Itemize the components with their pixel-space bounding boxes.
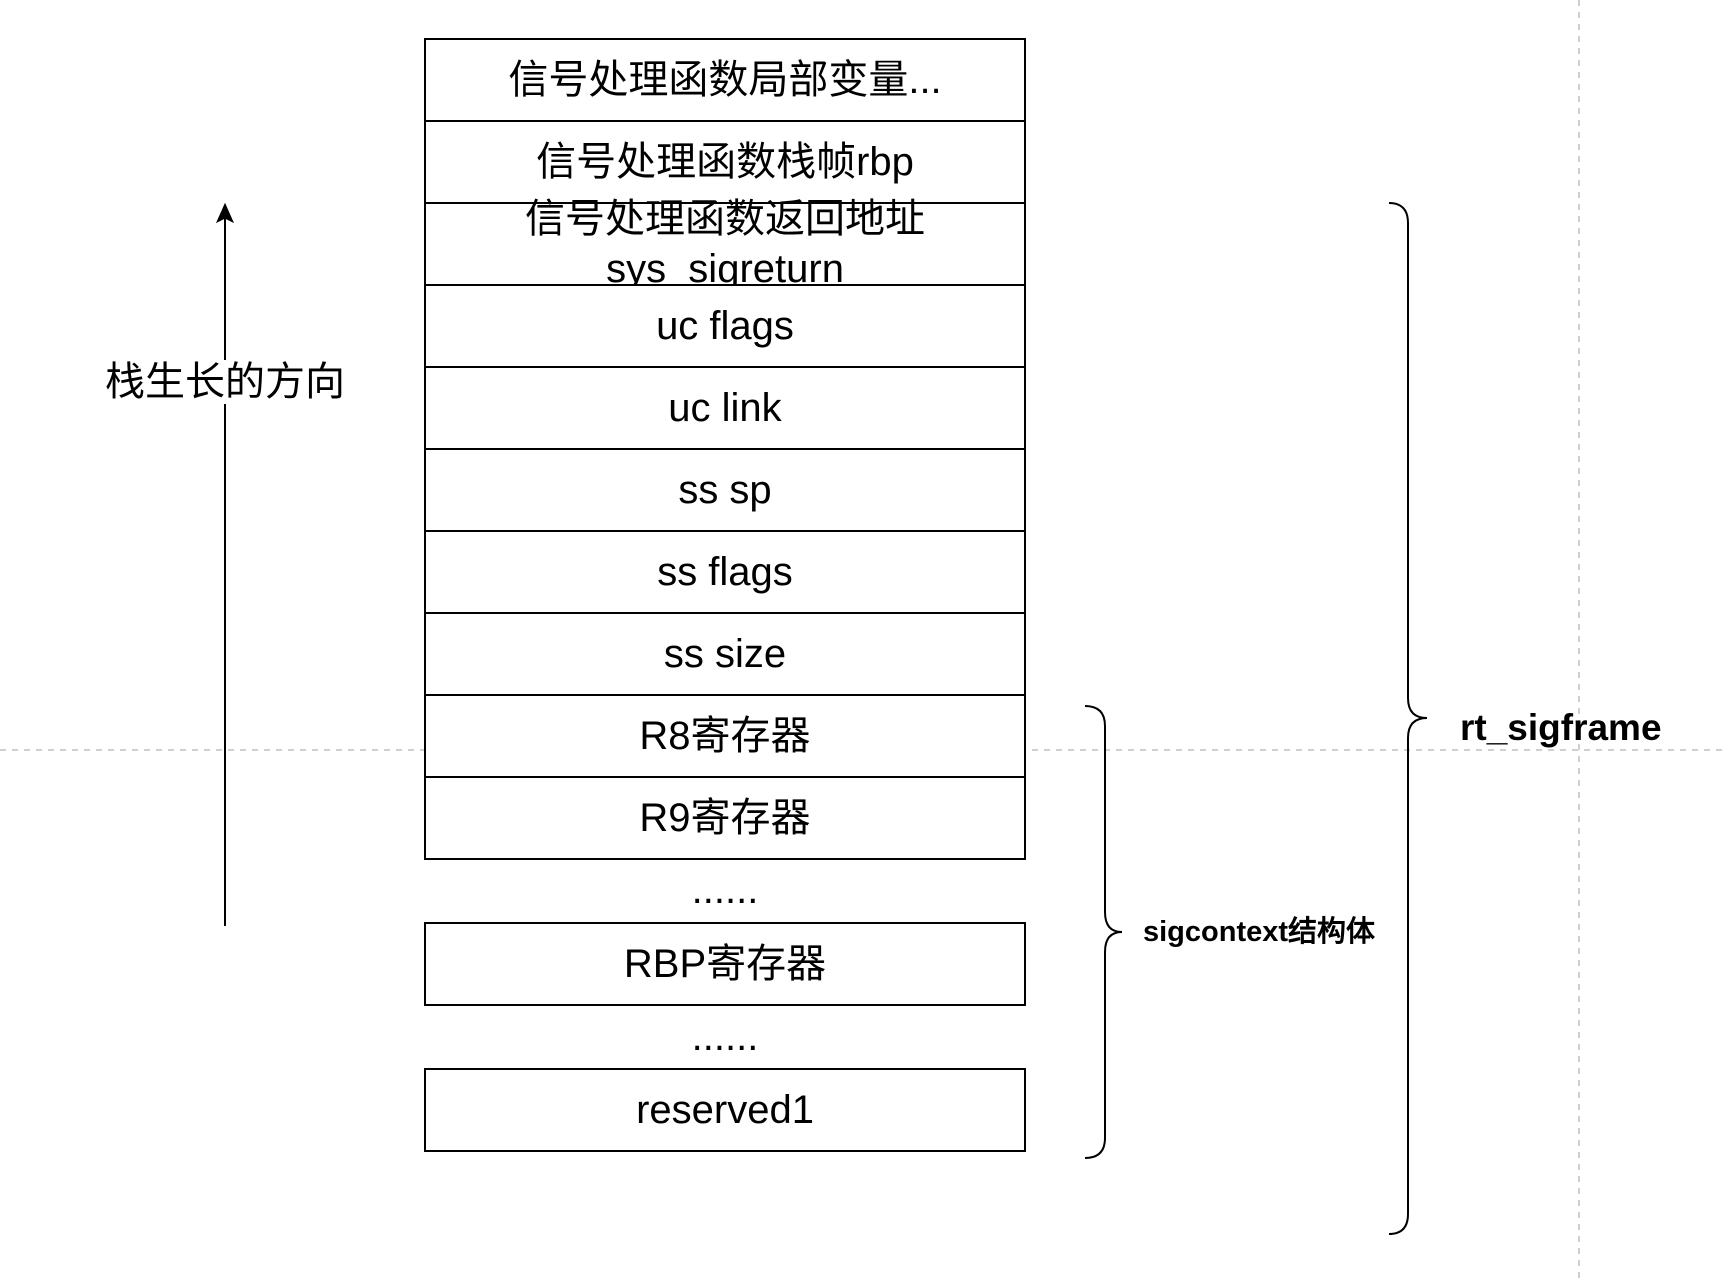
rt-sigframe-brace xyxy=(1388,202,1428,1235)
stack-cell-r9: R9寄存器 xyxy=(424,776,1026,860)
stack-cell-uc-link: uc link xyxy=(424,366,1026,450)
stack-cell-local-variables: 信号处理函数局部变量... xyxy=(424,38,1026,122)
stack-cell-rbp: RBP寄存器 xyxy=(424,922,1026,1006)
sigcontext-brace xyxy=(1084,705,1123,1159)
stack-cell-uc-flags: uc flags xyxy=(424,284,1026,368)
ellipsis-gap-lower: ...... xyxy=(691,1015,759,1059)
stack-cell-r8: R8寄存器 xyxy=(424,694,1026,778)
stack-cell-ss-flags: ss flags xyxy=(424,530,1026,614)
rt-sigframe-label: rt_sigframe xyxy=(1460,707,1662,748)
ellipsis-gap-upper: ...... xyxy=(691,868,759,912)
sigreturn-line: sys_sigreturn xyxy=(606,247,844,291)
return-address-line: 信号处理函数返回地址 xyxy=(525,197,925,241)
sigcontext-label: sigcontext结构体 xyxy=(1143,916,1376,948)
stack-cell-return-address: 信号处理函数返回地址 sys_sigreturn xyxy=(424,197,1026,291)
growth-arrow-head xyxy=(215,202,235,224)
stack-cell-ss-size: ss size xyxy=(424,612,1026,696)
stack-cell-reserved1: reserved1 xyxy=(424,1068,1026,1152)
stack-cell-frame-rbp: 信号处理函数栈帧rbp xyxy=(424,120,1026,204)
stack-growth-label: 栈生长的方向 xyxy=(103,360,347,404)
stack-cell-ss-sp: ss sp xyxy=(424,448,1026,532)
